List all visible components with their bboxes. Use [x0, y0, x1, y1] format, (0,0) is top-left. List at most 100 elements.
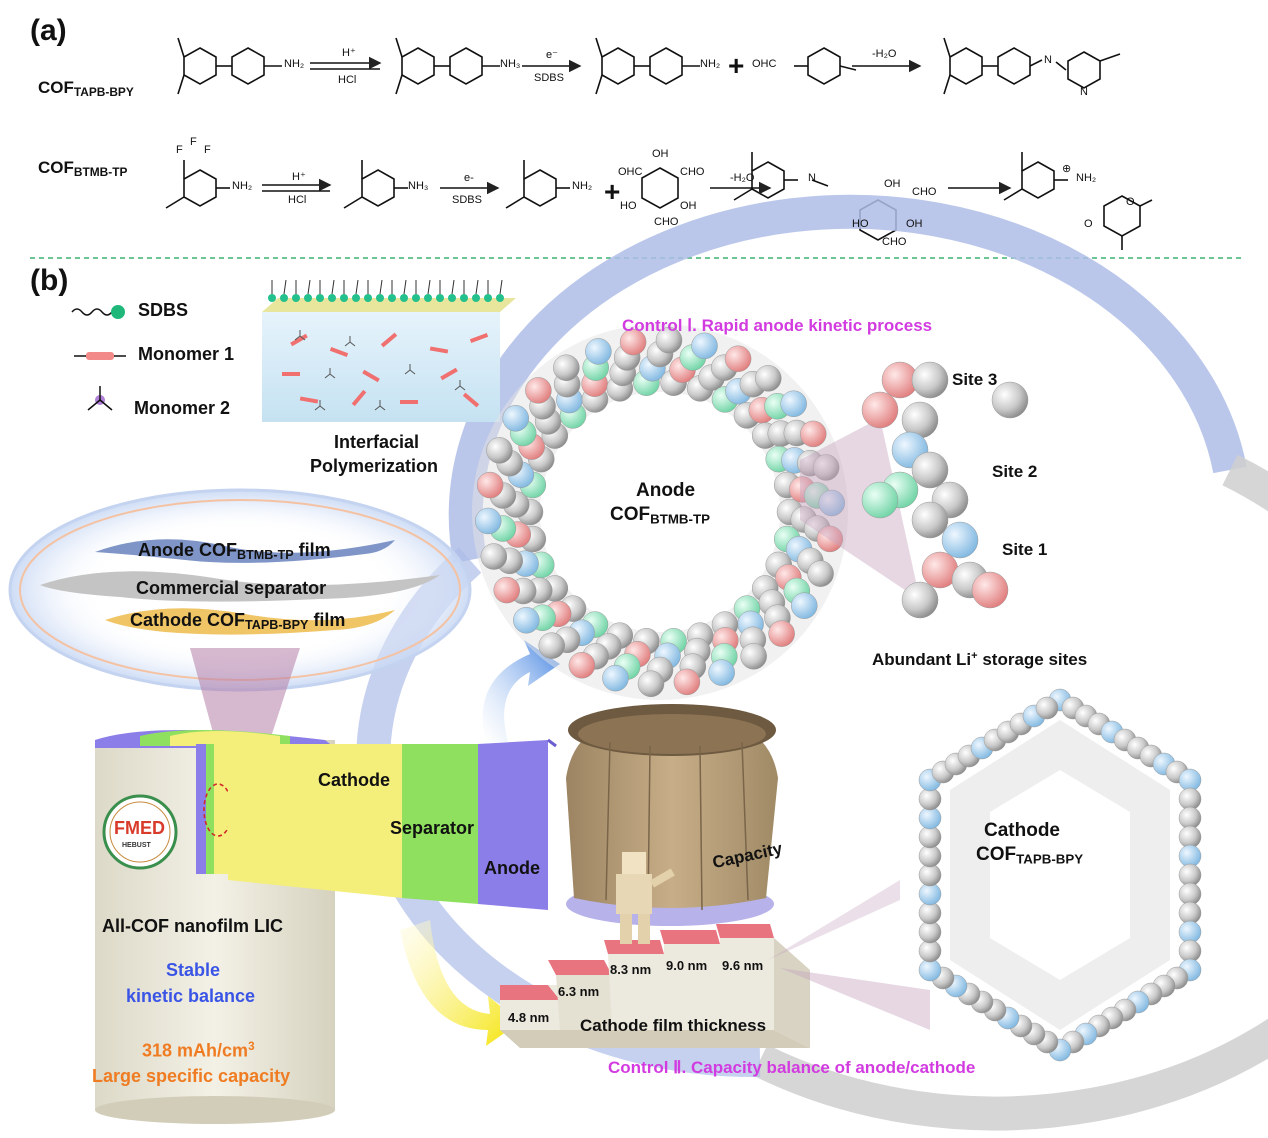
atom-sphere	[474, 507, 502, 535]
row1-arrow1-bottom: HCl	[338, 74, 357, 86]
row2-arrow1-top: H⁺	[292, 171, 306, 183]
final-plus: ⊕	[1062, 163, 1072, 175]
film-cathode: Cathode COFTAPB-BPY film	[130, 610, 346, 633]
atom-sphere	[780, 390, 807, 418]
step-5: 9.6 nm	[722, 958, 764, 973]
row1-aldehyde: OHC	[752, 58, 777, 70]
atom-sphere	[807, 560, 834, 587]
atom-sphere	[538, 632, 566, 659]
tp-ho: HO	[620, 200, 637, 212]
atom-sphere	[585, 338, 612, 365]
atom-sphere	[768, 620, 795, 647]
row1-ammonium: NH₃	[500, 58, 521, 70]
anode-ring-line2: COFBTMB-TP	[610, 504, 710, 527]
row1-amine-2: NH₂	[700, 58, 721, 70]
cathode-ring-line2: COFTAPB-BPY	[976, 844, 1084, 867]
tp-oh-2: OH	[680, 200, 697, 212]
step-2: 6.3 nm	[558, 984, 600, 999]
logo-sub: HEBUST	[122, 842, 151, 849]
atom-sphere	[918, 920, 942, 944]
atom-sphere	[493, 576, 520, 604]
atom-sphere	[861, 391, 899, 429]
atom-sphere	[1178, 882, 1202, 906]
control-2-title: Control Ⅱ. Capacity balance of anode/cat…	[608, 1058, 976, 1077]
interfacial-line1: Interfacial	[334, 432, 420, 452]
row2-arrow1-bottom: HCl	[288, 194, 307, 206]
atom-sphere	[1178, 768, 1202, 792]
site-1-label: Site 1	[1002, 540, 1048, 559]
atom-sphere	[918, 787, 942, 811]
site-2-label: Site 2	[992, 462, 1038, 481]
atom-sphere	[553, 354, 580, 381]
row2-amine: NH₂	[232, 180, 253, 192]
atom-sphere	[568, 652, 596, 679]
row1-arrow1-top: H⁺	[342, 47, 356, 59]
atom-sphere	[1178, 901, 1202, 925]
row1-cof-name: COFTAPB-BPY	[38, 78, 134, 99]
legend-monomer2: Monomer 2	[134, 398, 231, 418]
legend-monomer1: Monomer 1	[138, 344, 235, 364]
row2-arrow2-bottom: SDBS	[452, 194, 482, 206]
site-3-label: Site 3	[952, 370, 998, 389]
atom-sphere	[911, 451, 949, 489]
cathode-ring-line1: Cathode	[984, 820, 1060, 841]
layer-cathode-label: Cathode	[318, 770, 390, 790]
legend-graphics	[71, 305, 126, 411]
row2-arrow3-top: -H₂O	[730, 172, 755, 184]
atom-sphere	[918, 806, 942, 830]
interfacial-box	[262, 279, 516, 422]
atom-sphere	[724, 345, 752, 372]
product-oh: OH	[884, 178, 901, 190]
tp-cho: CHO	[680, 166, 705, 178]
atom-sphere	[476, 471, 504, 499]
layer-anode-label: Anode	[484, 858, 540, 878]
atom-sphere	[818, 489, 846, 517]
atom-sphere	[525, 377, 552, 404]
logo-mark: FMED	[114, 818, 165, 838]
battery-cylinder	[95, 730, 557, 1124]
legend-sdbs: SDBS	[138, 300, 189, 320]
row2-plus: +	[604, 176, 621, 207]
product-ho: HO	[852, 218, 869, 230]
step-1: 4.8 nm	[508, 1010, 550, 1025]
atom-sphere	[918, 958, 942, 982]
film-anode: Anode COFBTMB-TP film	[138, 540, 331, 563]
row2-f1: F	[176, 144, 183, 156]
stable-line1: Stable	[166, 960, 221, 980]
atom-sphere	[1178, 939, 1202, 963]
atom-sphere	[754, 365, 782, 392]
atom-sphere	[816, 525, 844, 553]
atom-sphere	[911, 361, 949, 399]
stable-line2: kinetic balance	[126, 986, 256, 1006]
tp-oh: OH	[652, 148, 669, 160]
cathode-cof-ring	[768, 688, 1202, 1062]
atom-sphere	[918, 939, 942, 963]
product-cho-2: CHO	[882, 236, 907, 248]
film-separator: Commercial separator	[136, 578, 327, 598]
atom-sphere	[502, 405, 529, 432]
atom-sphere	[861, 481, 899, 519]
atom-sphere	[1178, 825, 1202, 849]
atom-sphere	[655, 326, 683, 354]
atom-sphere	[602, 664, 629, 692]
row2-arrow2-top: e-	[464, 172, 474, 184]
cell-title: All-COF nanofilm LIC	[102, 916, 283, 936]
atom-sphere	[800, 420, 827, 448]
atom-sphere	[486, 437, 513, 464]
atom-sphere	[708, 659, 735, 686]
product-oh-2: OH	[906, 218, 923, 230]
atom-sphere	[619, 328, 647, 356]
atom-sphere	[918, 844, 942, 868]
row2-cof-name: COFBTMB-TP	[38, 158, 128, 179]
atom-sphere	[673, 668, 701, 696]
atom-sphere	[812, 454, 840, 481]
capacity-desc: Large specific capacity	[92, 1066, 291, 1086]
row1-arrow2-top: e⁻	[546, 49, 558, 61]
row2-f2: F	[190, 136, 197, 148]
atom-sphere	[1178, 844, 1202, 868]
row2-f3: F	[204, 144, 211, 156]
step-4: 9.0 nm	[666, 958, 708, 973]
atom-sphere	[1178, 806, 1202, 830]
atom-sphere	[1178, 863, 1202, 887]
